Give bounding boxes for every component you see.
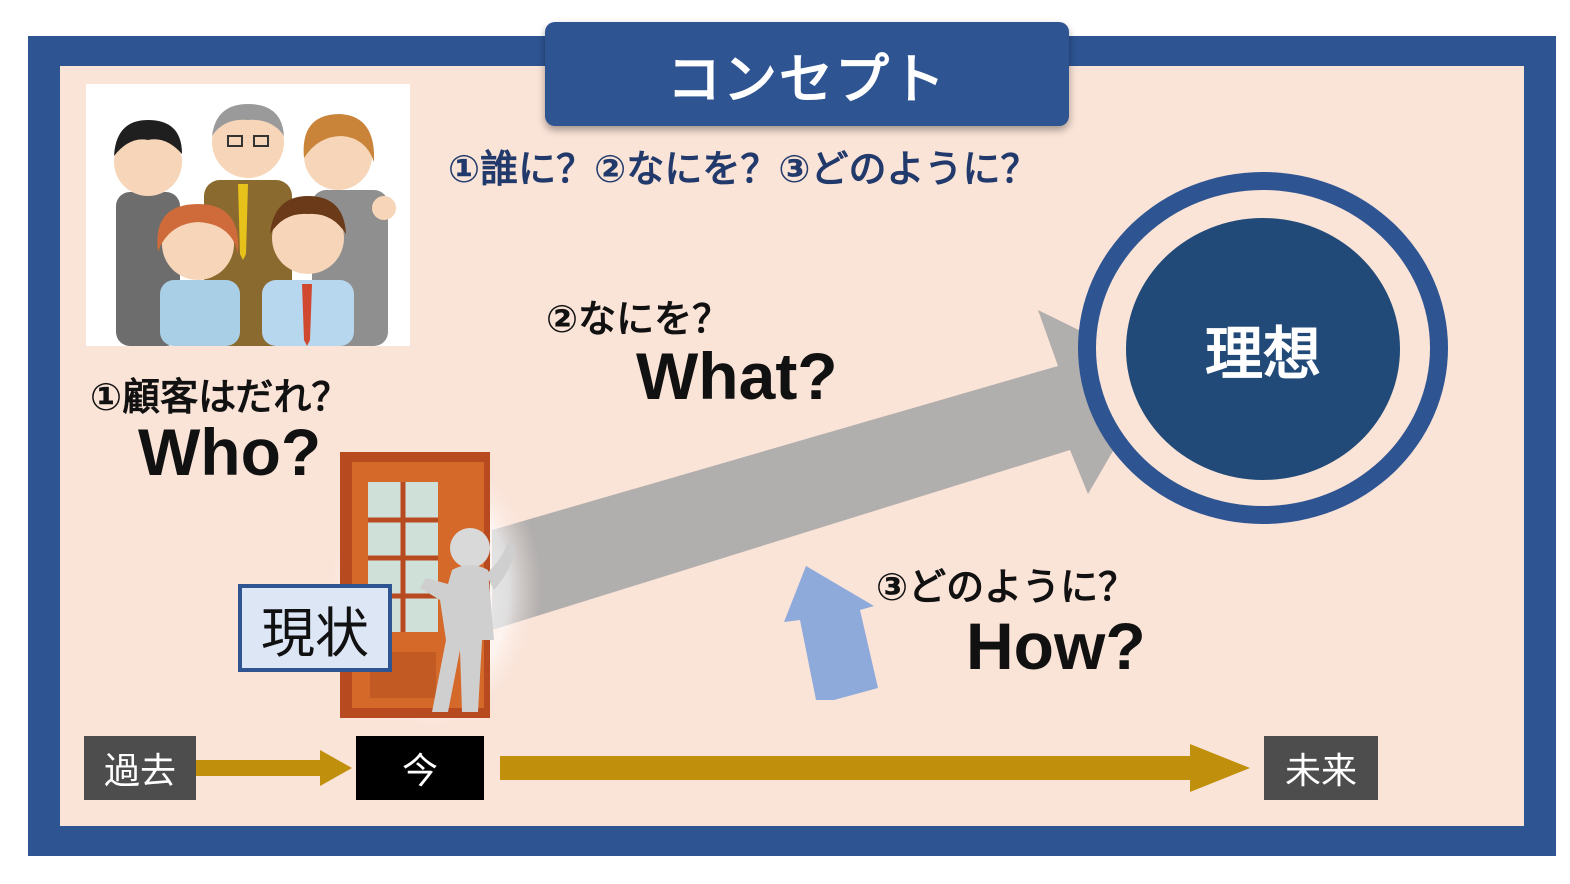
timeline-arrow-short xyxy=(194,750,352,786)
people-illustration xyxy=(86,84,410,346)
timeline-future: 未来 xyxy=(1264,736,1378,800)
who-question-label: ①顧客はだれ？ xyxy=(90,375,350,419)
people-icon xyxy=(114,104,396,346)
timeline-now: 今 xyxy=(356,736,484,800)
timeline-past: 過去 xyxy=(84,736,196,800)
who-question-en: Who? xyxy=(138,415,322,489)
timeline-arrow-long xyxy=(500,744,1250,792)
current-state-box: 現状 xyxy=(238,584,392,672)
concept-subtitle: ①誰に？②なにを？③どのように？ xyxy=(448,147,1039,191)
ideal-target: 理想 xyxy=(1126,218,1400,480)
how-question-en: How? xyxy=(966,609,1146,683)
what-question-label: ②なにを？ xyxy=(546,297,731,341)
what-question-en: What? xyxy=(636,339,838,413)
how-up-arrow xyxy=(784,566,878,700)
concept-title: コンセプト xyxy=(545,22,1069,126)
how-question-label: ③どのように？ xyxy=(876,565,1137,609)
progress-big-arrow xyxy=(492,310,1160,630)
